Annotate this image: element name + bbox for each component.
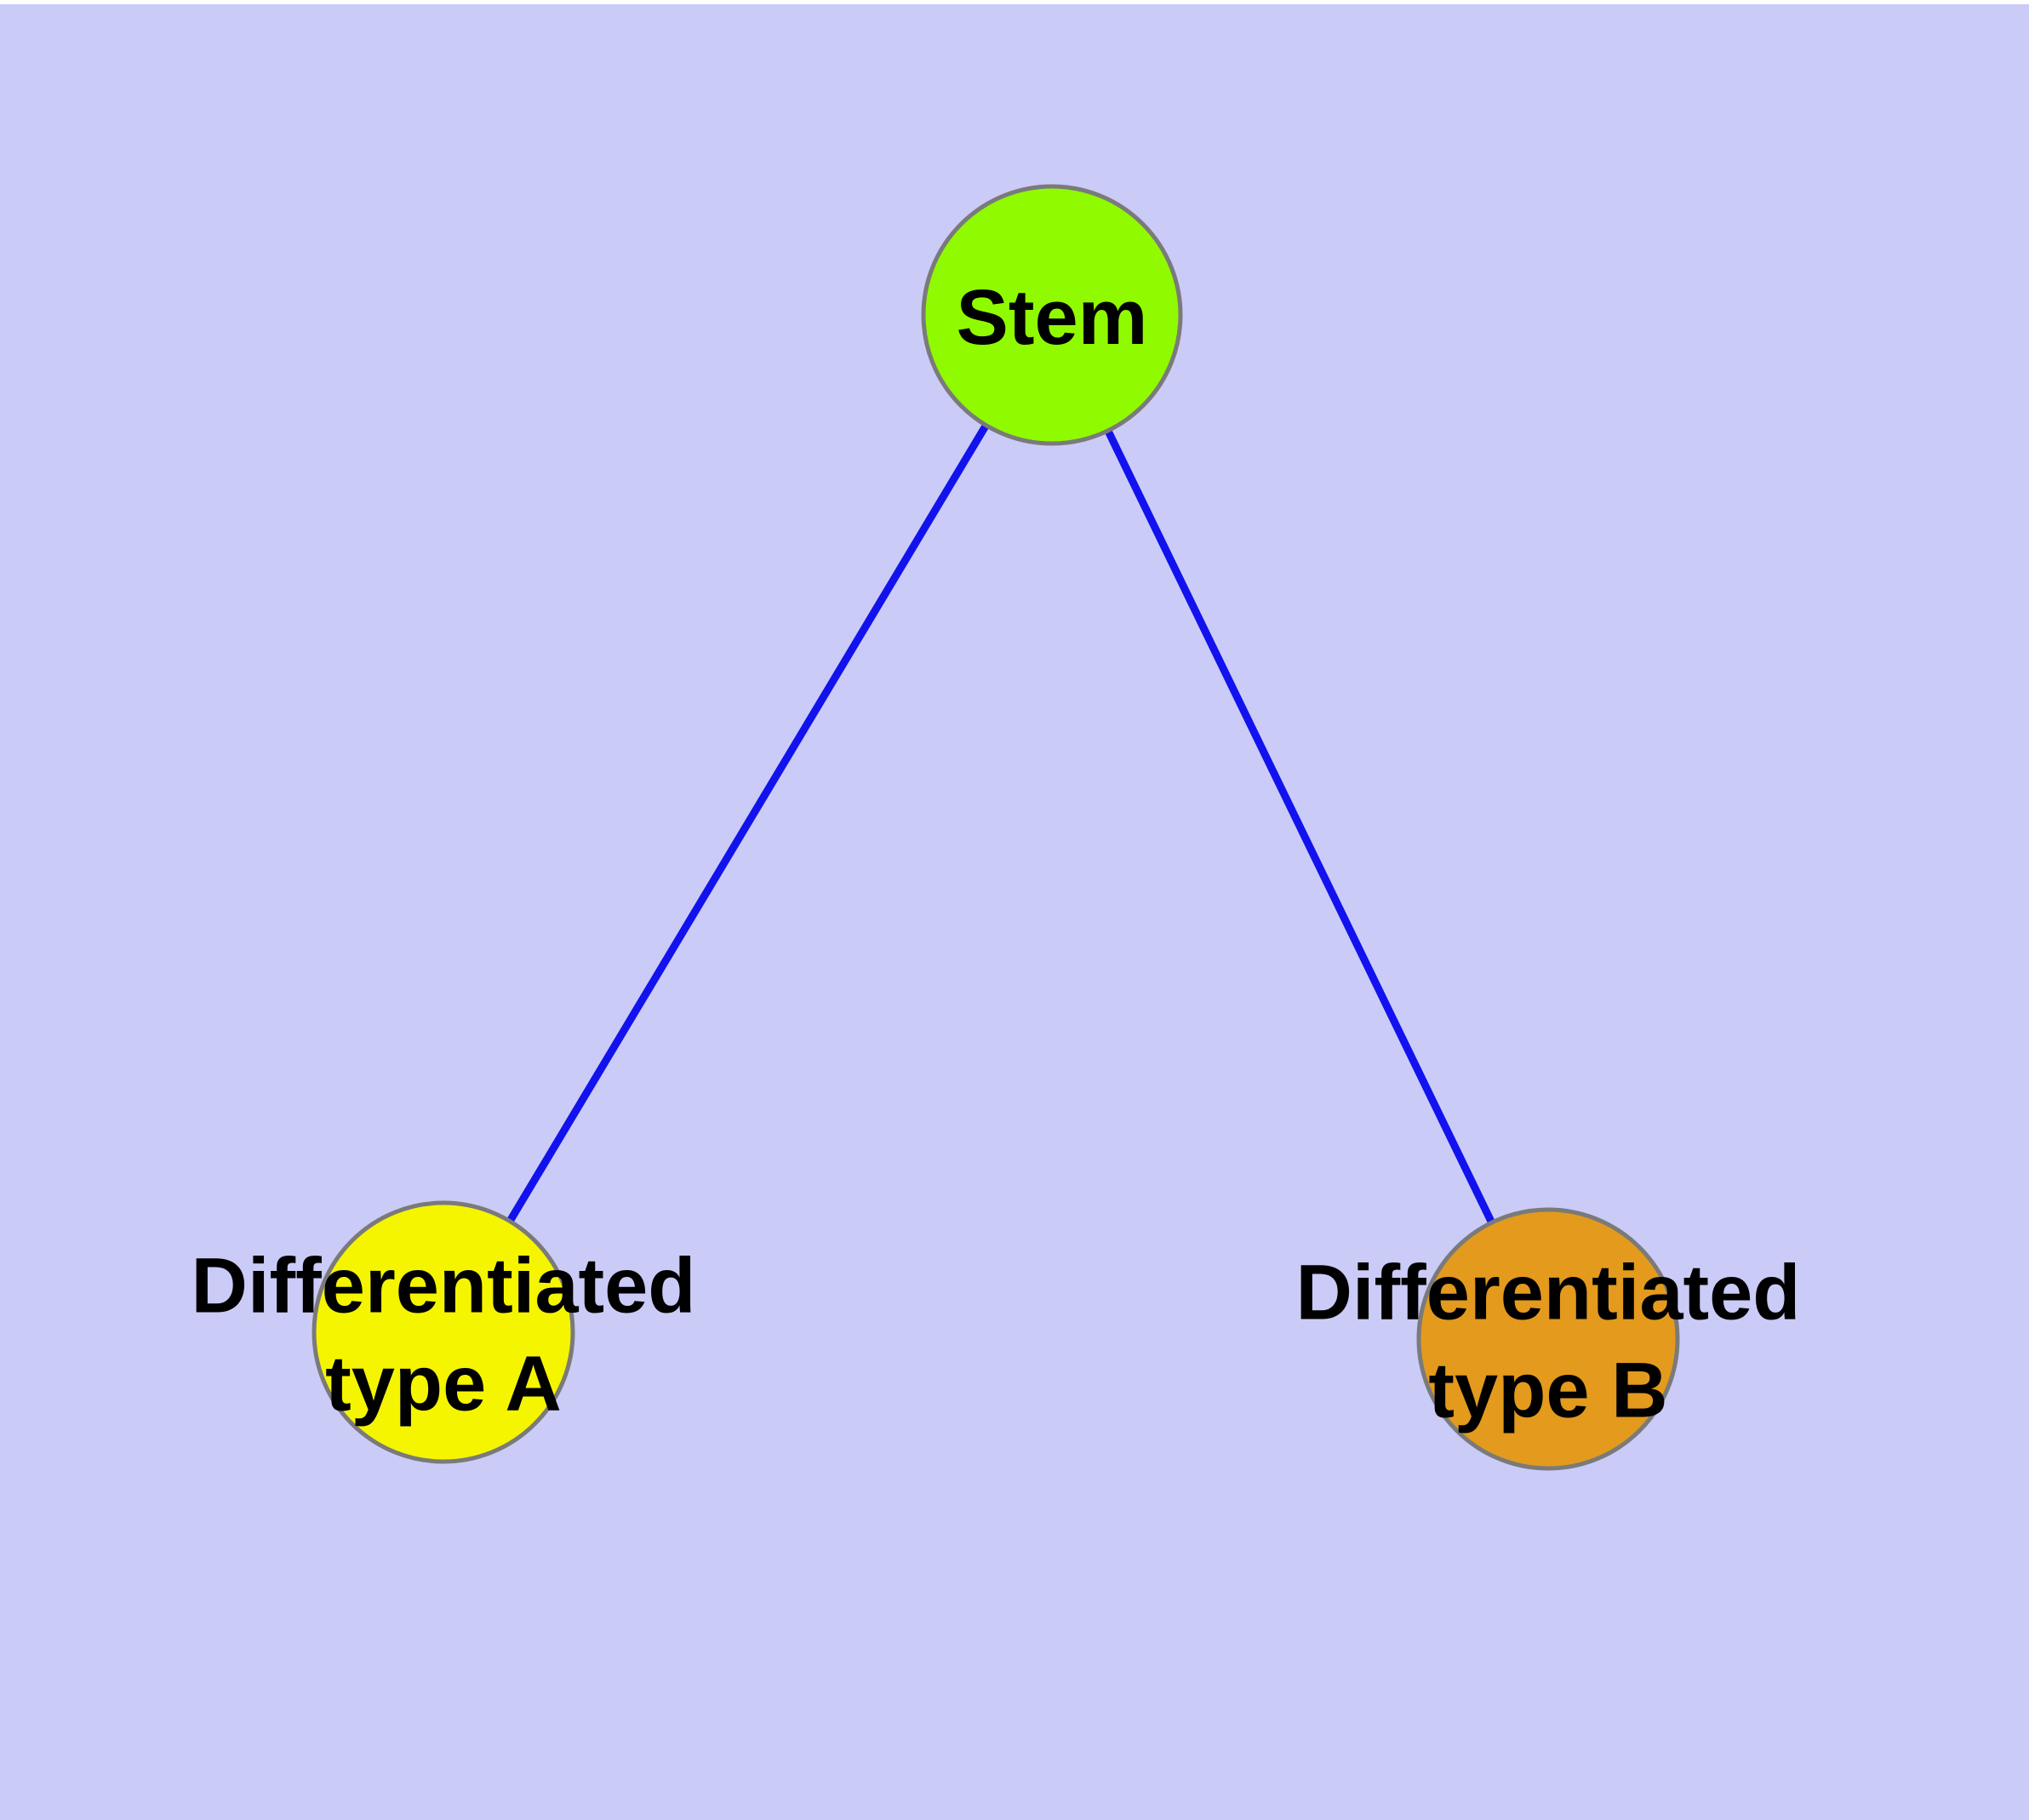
nodes-layer <box>311 184 1680 1471</box>
edge-stem-diff-a <box>440 312 1055 1335</box>
node-diff-a-label-line: type A <box>325 1341 562 1428</box>
node-stem-circle <box>921 184 1183 446</box>
node-diff-b-circle <box>1416 1207 1680 1471</box>
node-diff-a-label: Differentiated type A <box>191 1243 696 1428</box>
node-diff-b-label-line: type B <box>1428 1348 1667 1434</box>
node-stem-label-line: Stem <box>957 274 1148 361</box>
edge-stem-diff-b <box>1048 313 1552 1341</box>
edges-layer <box>440 312 1552 1341</box>
node-diff-a-label-line: Differentiated <box>191 1243 696 1330</box>
top-margin-strip <box>0 0 2029 4</box>
node-stem-label: Stem <box>957 274 1148 361</box>
node-diff-b-label: Differentiated type B <box>1296 1250 1801 1434</box>
node-diff-b-label-line: Differentiated <box>1296 1250 1801 1336</box>
node-diff-a-circle <box>311 1200 575 1464</box>
